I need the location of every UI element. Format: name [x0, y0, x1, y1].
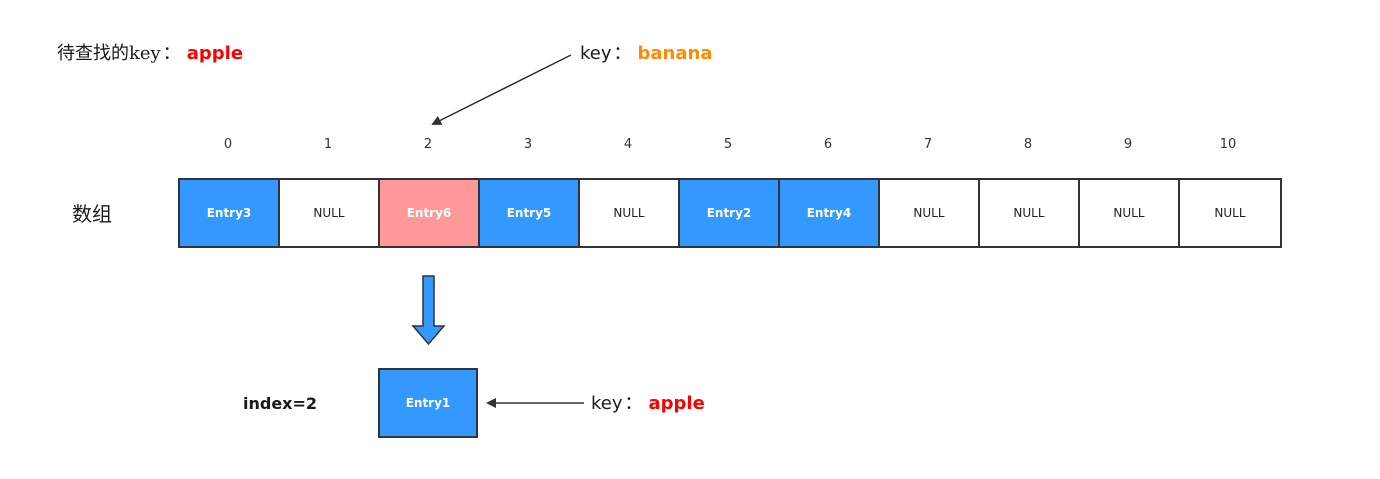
search-key-colon: ：	[162, 43, 181, 64]
array-index-3: 3	[523, 137, 533, 152]
index-label: index=2	[243, 394, 318, 413]
array-cell-label: Entry3	[206, 206, 252, 220]
entry-node: Entry1	[378, 368, 478, 438]
array-index-6: 6	[823, 137, 833, 152]
top-key-label: key	[580, 43, 612, 64]
array-index-10: 10	[1219, 137, 1237, 152]
array-cell-label: NULL	[913, 206, 945, 220]
pointer-arrow-to-index-2	[431, 54, 572, 125]
array-cell-label: NULL	[313, 206, 345, 220]
array-cell-1: NULL	[280, 180, 380, 246]
bottom-key-value: apple	[648, 393, 705, 414]
array-cell-label: NULL	[613, 206, 645, 220]
top-key-colon: ：	[613, 43, 632, 64]
top-key-value: banana	[637, 43, 713, 64]
array-index-2: 2	[423, 137, 433, 152]
array-cell-label: NULL	[1013, 206, 1045, 220]
bottom-key-colon: ：	[624, 393, 643, 414]
array-cell-10: NULL	[1180, 180, 1280, 246]
entry-node-label: Entry1	[405, 396, 451, 410]
array-cell-0: Entry3	[180, 180, 280, 246]
array-cell-label: Entry6	[406, 206, 452, 220]
array-index-4: 4	[623, 137, 633, 152]
top-key-annotation: key：banana	[580, 42, 712, 66]
array-cell-4: NULL	[580, 180, 680, 246]
array-cell-5: Entry2	[680, 180, 780, 246]
array-index-0: 0	[223, 137, 233, 152]
search-key-value: apple	[186, 43, 244, 64]
array-index-8: 8	[1023, 137, 1033, 152]
array-cell-label: Entry2	[706, 206, 752, 220]
array-cell-3: Entry5	[480, 180, 580, 246]
array-cell-label: Entry5	[506, 206, 552, 220]
down-block-arrow	[411, 275, 446, 346]
array-cell-7: NULL	[880, 180, 980, 246]
hash-array: Entry3 NULL Entry6 Entry5 NULL Entry2 Entry4 NU…	[178, 178, 1282, 248]
array-cell-label: NULL	[1113, 206, 1145, 220]
array-cell-2: Entry6	[380, 180, 480, 246]
array-index-9: 9	[1123, 137, 1133, 152]
bottom-key-label: key	[591, 393, 623, 414]
search-key-line: 待查找的key：apple	[57, 42, 243, 66]
array-cell-8: NULL	[980, 180, 1080, 246]
array-cell-label: Entry4	[806, 206, 852, 220]
array-cell-9: NULL	[1080, 180, 1180, 246]
array-index-7: 7	[923, 137, 933, 152]
array-cell-6: Entry4	[780, 180, 880, 246]
array-index-1: 1	[323, 137, 333, 152]
search-key-prefix: 待查找的key	[57, 43, 161, 64]
array-cell-label: NULL	[1214, 206, 1246, 220]
bottom-key-annotation: key：apple	[591, 392, 705, 416]
array-index-5: 5	[723, 137, 733, 152]
array-index-row: 0 1 2 3 4 5 6 7 8 9 10	[178, 135, 1278, 155]
array-label: 数组	[72, 202, 112, 226]
